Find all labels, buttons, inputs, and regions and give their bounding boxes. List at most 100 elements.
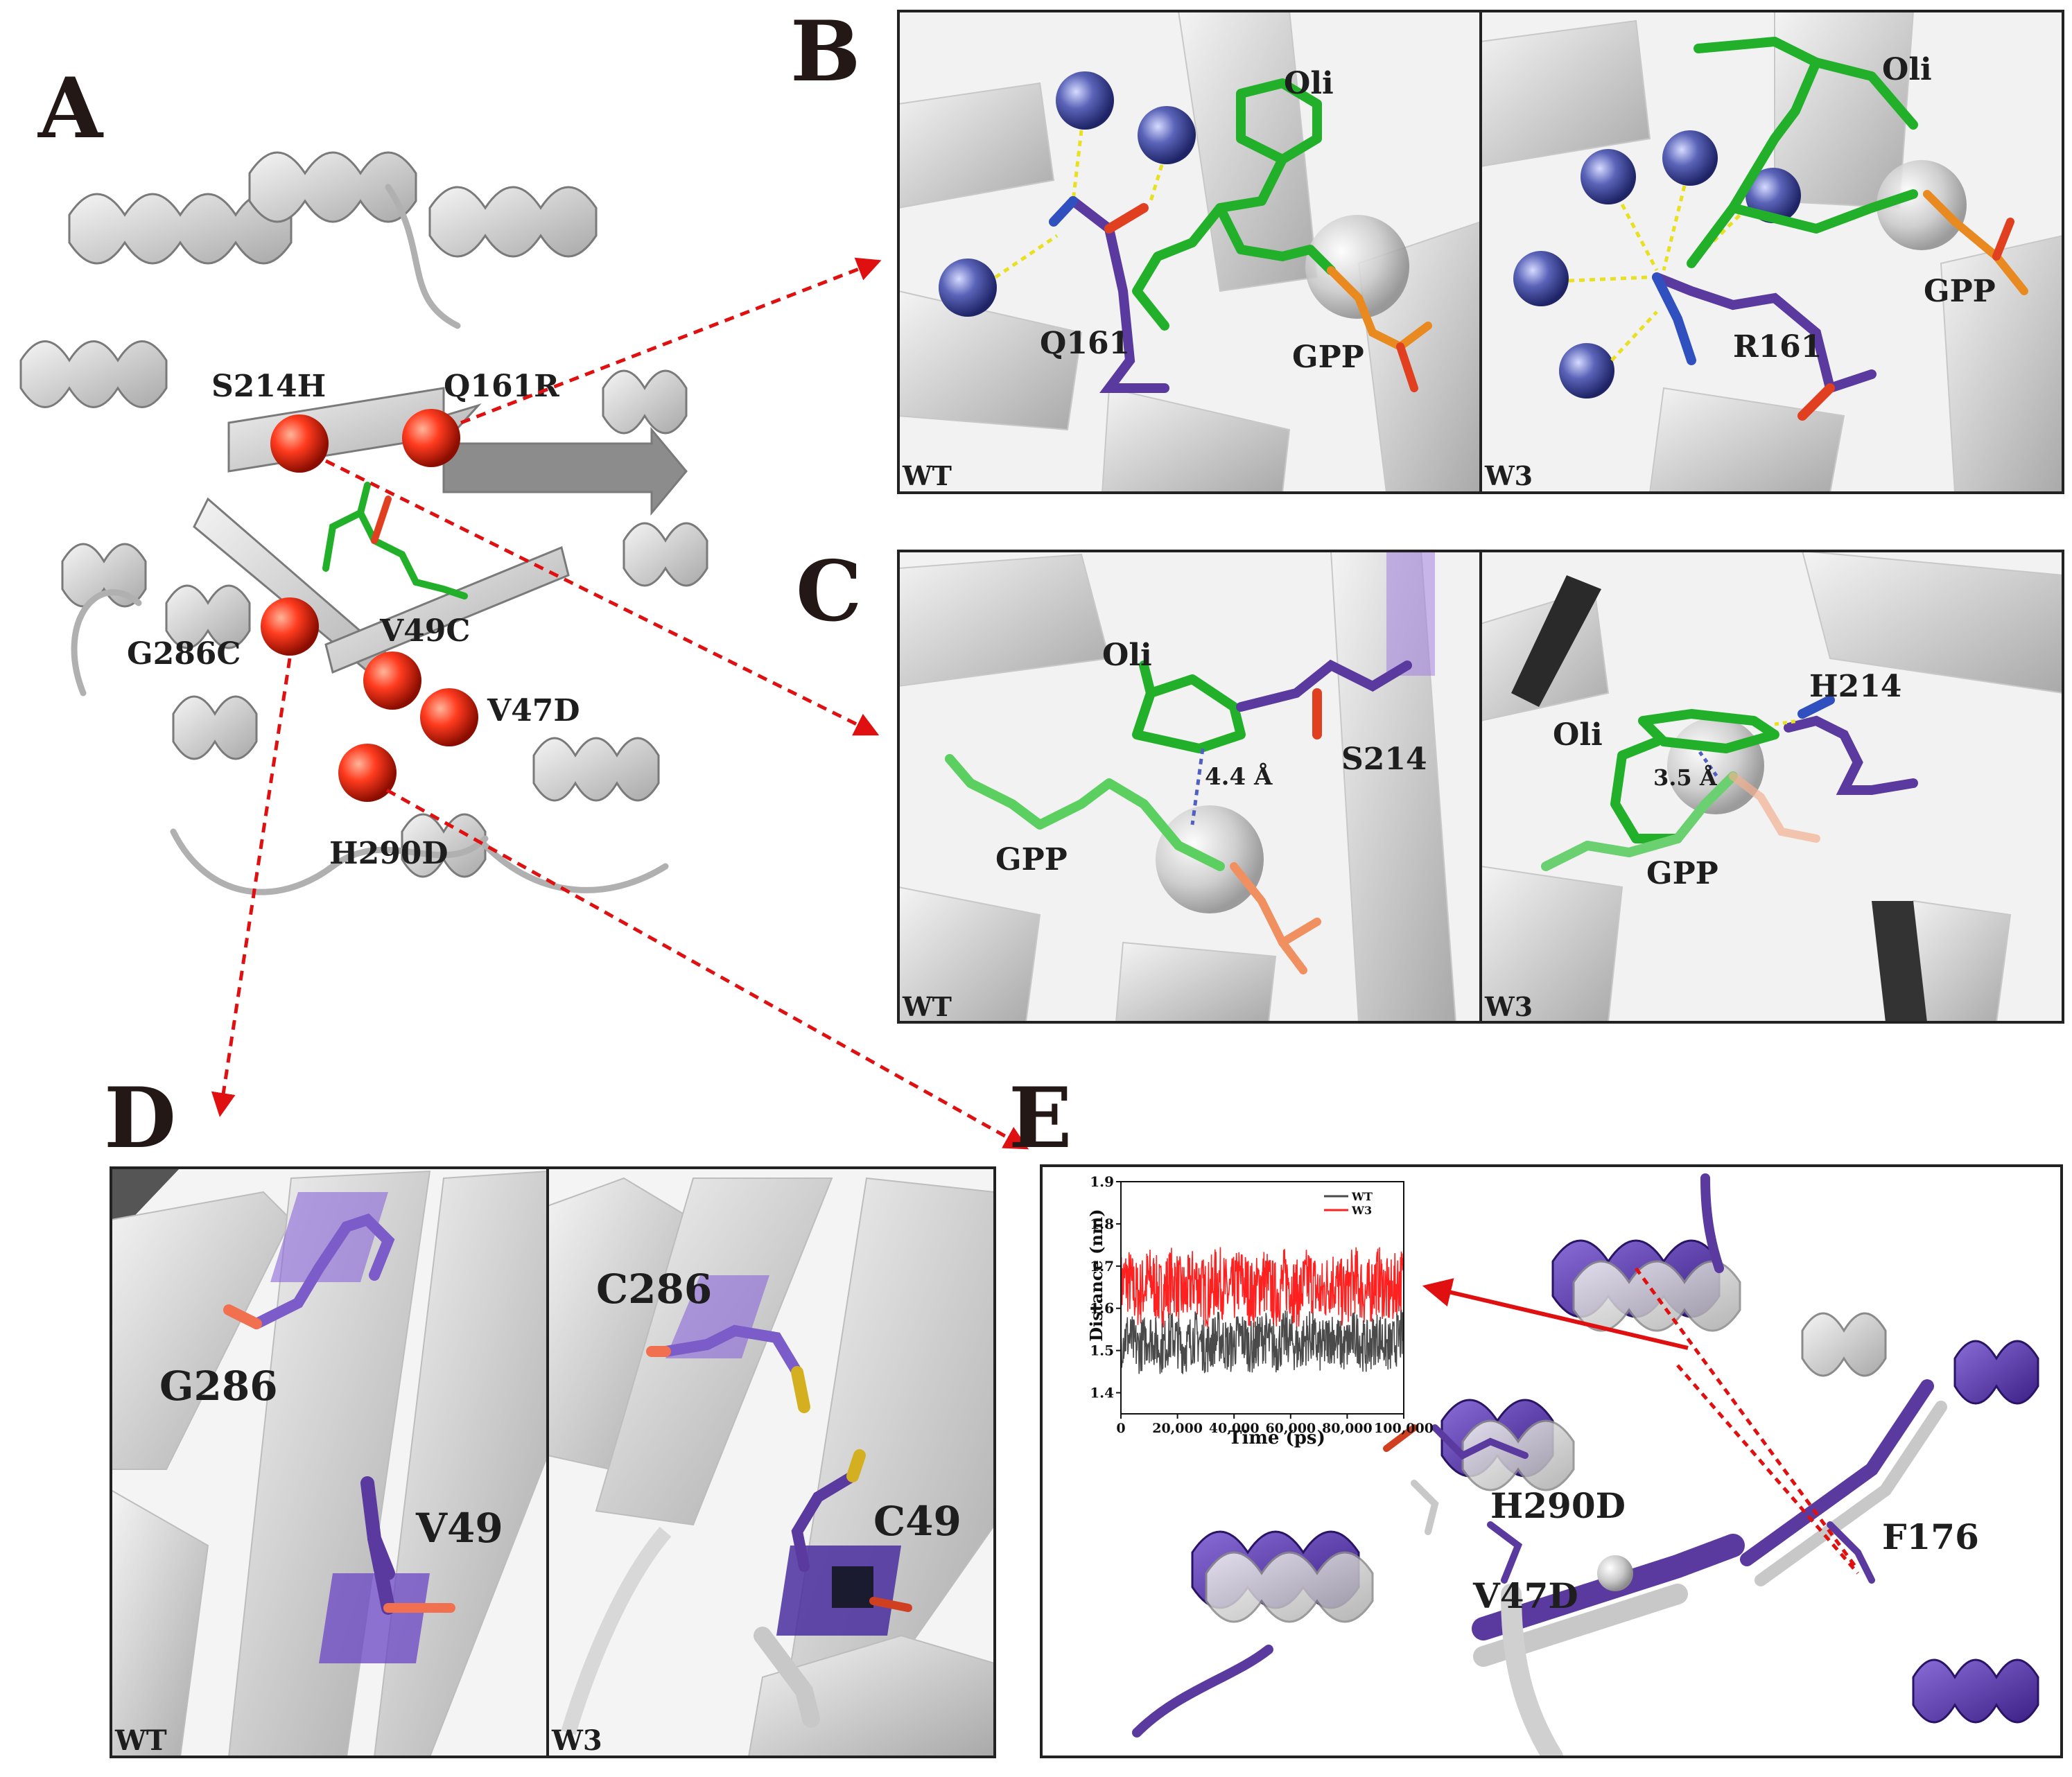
ligand-oli-c-w3 (1610, 709, 1779, 843)
legend-wt-label: WT (1351, 1190, 1373, 1203)
panel-d: D G286 V49 WT (104, 1069, 996, 1758)
chart-xlabel: Time (ps) (1228, 1428, 1325, 1448)
label-oli-c-wt: Oli (1102, 638, 1152, 673)
sphere-q161r (402, 409, 460, 467)
distance-lines-e (1634, 1267, 1860, 1575)
label-v47d-e: V47D (1472, 1575, 1578, 1616)
label-r161: R161 (1733, 329, 1822, 365)
sphere-g286c (261, 597, 319, 656)
label-q161: Q161 (1040, 326, 1130, 361)
series-wt-line (1120, 1309, 1404, 1374)
ligand-gpp-c-w3 (1541, 771, 1738, 871)
chart-plot-frame (1120, 1181, 1404, 1415)
arrow-to-e (385, 788, 1029, 1150)
chart-ylabel: Distance (nm) (1086, 1209, 1106, 1341)
sphere-h290d (338, 744, 397, 802)
x-tick-label: 100,000 (1374, 1421, 1434, 1436)
gpp-phosphate-c-w3 (1729, 772, 1820, 843)
panel-b-w3: Oli R161 GPP W3 (1481, 11, 2063, 493)
panel-a-letter: A (37, 60, 104, 157)
arrow-chart-pointer (1422, 1278, 1689, 1350)
panel-e: E (1009, 1069, 2063, 1758)
residue-v49-wt (360, 1476, 455, 1615)
loops-overview (71, 184, 669, 895)
y-tick-label: 1.9 (1090, 1173, 1114, 1190)
residue-r161-w3 (1652, 272, 1877, 421)
waters-b-w3 (1513, 130, 1801, 399)
chart-series (1120, 1247, 1404, 1374)
residue-q161-wt (1049, 196, 1169, 393)
mutation-labels: S214H Q161R G286C V49C V47D H290D (127, 369, 580, 871)
y-tick-label: 1.5 (1090, 1342, 1114, 1359)
ligand-oli-gpp-wt (1132, 78, 1336, 331)
tag-b-w3: W3 (1484, 460, 1533, 491)
tag-d-wt: WT (114, 1724, 167, 1757)
waters-b-wt (939, 71, 1196, 317)
panel-b-wt: Oli Q161 GPP WT (898, 11, 1481, 493)
x-tick-label: 60,000 (1265, 1421, 1316, 1436)
label-f176: F176 (1882, 1516, 1979, 1557)
label-q161r: Q161R (444, 369, 559, 404)
ligand-overview (322, 482, 468, 599)
sphere-s214h (270, 414, 329, 473)
label-s214h: S214H (211, 369, 326, 404)
connector-arrows (211, 257, 1029, 1150)
distance-c-wt (1190, 748, 1205, 825)
label-c49: C49 (873, 1498, 961, 1545)
label-s214: S214 (1341, 742, 1427, 777)
sphere-v47d (420, 688, 478, 746)
residue-h214-w3 (1784, 695, 1918, 795)
label-gpp-c-wt: GPP (995, 842, 1068, 877)
residue-c286-w3 (646, 1324, 810, 1413)
ligand-gpp-c-wt (945, 754, 1225, 871)
label-gpp-b-w3: GPP (1924, 274, 1996, 309)
series-w3-line (1120, 1247, 1404, 1329)
label-h290d: H290D (329, 836, 449, 871)
tag-d-w3: W3 (551, 1724, 602, 1757)
label-oli-c-w3: Oli (1553, 717, 1603, 753)
panel-d-letter: D (104, 1069, 176, 1167)
hbonds-b-wt (994, 130, 1164, 279)
label-oli-b-wt: Oli (1284, 66, 1334, 101)
mutation-spheres (261, 409, 478, 802)
gpp-phosphate-wt (1327, 266, 1432, 392)
panel-e-frame (1040, 1164, 2063, 1758)
panel-d-wt: G286 V49 WT (111, 1168, 548, 1757)
ligand-oli-c-wt (1132, 660, 1246, 753)
label-v49c: V49C (379, 613, 470, 649)
panel-a: A (19, 60, 708, 895)
label-g286: G286 (159, 1363, 278, 1410)
residue-g286-wt (223, 1213, 395, 1329)
residue-c49-w3 (791, 1449, 912, 1612)
label-v47d: V47D (487, 693, 580, 728)
arrow-to-c (324, 459, 880, 736)
gpp-phosphate-w3 (1923, 190, 2028, 295)
panel-d-w3: C286 C49 W3 (548, 1168, 995, 1757)
x-tick-label: 0 (1116, 1421, 1125, 1436)
label-distance-c-wt: 4.4 Å (1205, 762, 1273, 791)
x-tick-label: 20,000 (1152, 1421, 1203, 1436)
label-h214: H214 (1809, 669, 1901, 704)
label-distance-c-w3: 3.5 Å (1653, 764, 1718, 791)
chart-legend: WT W3 (1324, 1190, 1373, 1217)
label-gpp-c-w3: GPP (1646, 856, 1718, 891)
tag-c-w3: W3 (1484, 991, 1533, 1022)
y-tick-label: 1.4 (1090, 1385, 1114, 1401)
label-c286: C286 (596, 1266, 712, 1313)
ligand-oli-gpp-w3 (1687, 37, 1918, 268)
panel-b: B (790, 3, 2064, 494)
tag-b-wt: WT (902, 460, 952, 491)
x-tick-label: 40,000 (1209, 1421, 1260, 1436)
y-tick-label: 1.7 (1090, 1258, 1114, 1275)
panel-c-letter: C (796, 543, 862, 640)
residues-e (1383, 1424, 1875, 1584)
label-oli-b-w3: Oli (1882, 52, 1932, 87)
panel-e-letter: E (1009, 1069, 1072, 1167)
y-tick-label: 1.6 (1090, 1300, 1114, 1317)
sphere-v49c (363, 651, 421, 710)
gpp-phosphate-c-wt (1230, 862, 1321, 974)
label-v49: V49 (415, 1505, 503, 1552)
